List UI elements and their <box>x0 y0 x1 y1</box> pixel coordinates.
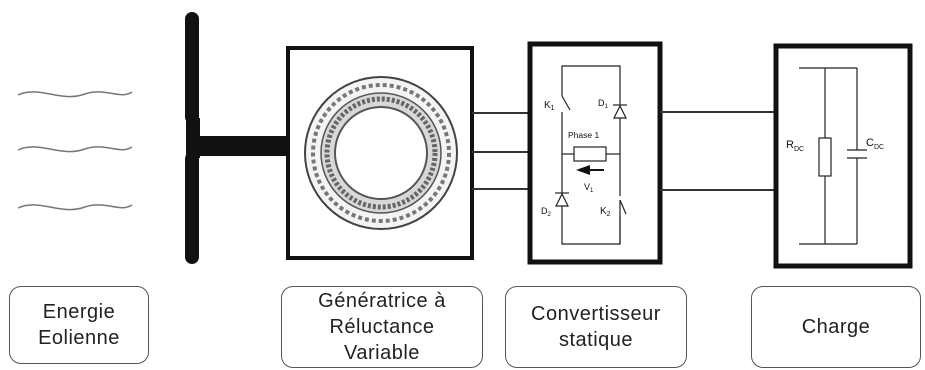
label-cdc: CDC <box>866 137 884 151</box>
rotor-bore <box>334 106 428 200</box>
label-line: Charge <box>801 316 871 338</box>
label-line: Variable <box>344 342 420 364</box>
label-k1: K1 <box>544 100 555 112</box>
label-wind-energy: Energie Eolienne <box>9 286 149 364</box>
wind-lines <box>17 91 133 211</box>
rotor-teeth <box>324 96 438 210</box>
label-d1: D1 <box>598 98 609 110</box>
label-line: Convertisseur <box>531 303 661 325</box>
wind-line <box>17 91 133 98</box>
turbine-blade-top <box>185 12 199 124</box>
label-k2: K2 <box>600 206 611 218</box>
dc-link-lines <box>660 111 776 191</box>
label-converter: Convertisseur statique <box>505 286 687 368</box>
load: RDC CDC <box>773 43 913 269</box>
label-line: statique <box>558 329 634 351</box>
label-line: Eolienne <box>38 327 120 349</box>
label-line: Energie <box>42 301 116 323</box>
three-phase-lines <box>472 112 530 190</box>
converter: K1 D1 Phase 1 V1 D2 K2 <box>527 41 663 265</box>
label-phase: Phase 1 <box>568 130 599 140</box>
turbine-hub <box>186 118 200 158</box>
stator-ring <box>311 83 451 223</box>
turbine-shaft <box>198 136 288 156</box>
wind-line <box>17 204 133 211</box>
label-line: Génératrice à <box>318 290 446 312</box>
label-rdc: RDC <box>786 139 804 153</box>
label-load: Charge <box>751 286 921 368</box>
converter-top-rail <box>561 65 621 100</box>
generator <box>286 46 474 260</box>
switch-k1 <box>561 95 571 111</box>
label-v1: V1 <box>584 182 594 194</box>
label-generator: Génératrice à Réluctance Variable <box>281 286 483 368</box>
converter-box <box>527 41 663 265</box>
load-box <box>773 43 913 269</box>
wind-line <box>17 146 133 153</box>
label-d2: D2 <box>541 206 552 218</box>
switch-k2 <box>619 199 627 215</box>
turbine <box>185 12 288 264</box>
voltage-arrowhead <box>576 165 590 175</box>
turbine-blade-bottom <box>185 152 199 264</box>
label-line: Réluctance <box>329 316 435 338</box>
